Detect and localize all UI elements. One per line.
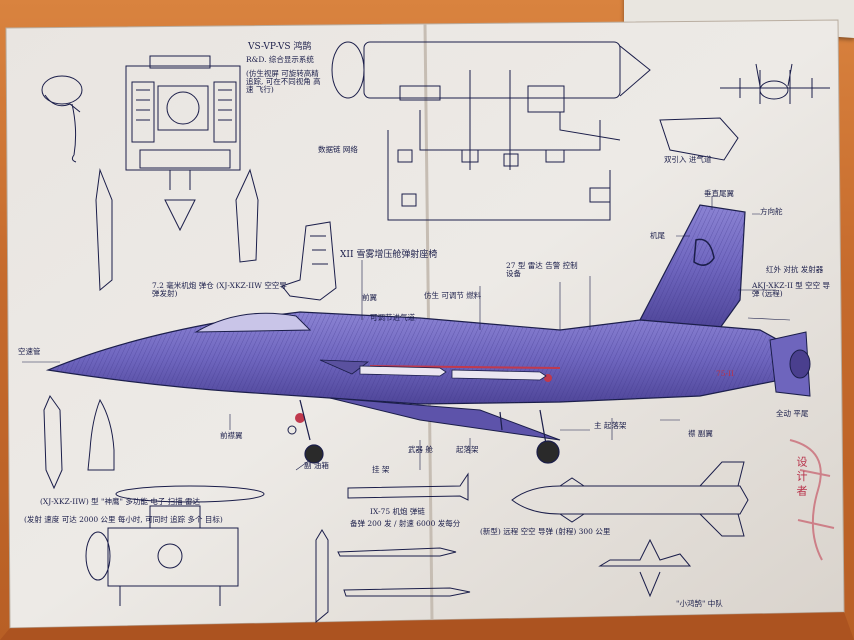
engine-schematic [331, 41, 651, 221]
missile-vertical [315, 529, 329, 624]
under-right-2: 襟 副翼 [688, 429, 713, 438]
bottom-right-label: (新型) 远程 空空 导弹 (射程) 300 公里 [480, 527, 611, 536]
subtitle-label: R&D. 综合显示系统 [246, 55, 314, 64]
upper-right-note: 27 型 雷达 告警 控制 设备 [506, 261, 578, 278]
main-jet-illustration [45, 204, 811, 464]
under-right-1: 主 起落架 [594, 421, 627, 430]
left-armament-label: 7.2 毫米机炮 弹仓 (XJ-XKZ-IIW 空空导弹发射) [152, 281, 287, 298]
annotation-lines [22, 196, 791, 471]
bottom-center-label: IX-75 机炮 弹链 [370, 507, 425, 516]
bomb-sketches [43, 394, 115, 490]
cockpit-title: XII 雪雾增压舱弹射座椅 [340, 250, 438, 260]
cannon-sketch [347, 472, 469, 501]
jet-front-view [720, 63, 830, 104]
bottom-missile-note: (发射 速度 可达 2000 公里 每小时, 可同时 追踪 多个 目标) [24, 515, 223, 524]
tail-missile-label: AKJ-XKZ-II 型 空空 导弹 (远程) [752, 281, 831, 298]
bottom-center-2: 备弹 200 发 / 射速 6000 发每分 [350, 519, 461, 528]
ejection-seat-sketch [281, 221, 337, 301]
head-note: (仿生视屏 可旋转高精 追踪, 可在不同视角 高速 飞行) [246, 69, 321, 94]
bottom-missile-left: (XJ-XKZ-IIW) 型 "神鹰" 多功能 电子 扫描 雷达 [40, 497, 200, 506]
gun-pod-sketch [85, 505, 239, 606]
nose-probe-label: 空速管 [18, 347, 41, 356]
long-range-missile-sketch [511, 461, 749, 537]
intake-label: 双引入 进气道 [664, 155, 712, 164]
under-mid-2: 起落架 [456, 445, 479, 454]
seeker-sketch [659, 117, 739, 161]
stab-label: 全动 平尾 [776, 409, 809, 418]
helmet-sketch [41, 75, 83, 163]
side-number: 75-II [716, 369, 735, 378]
center-note: 可调节进气道 [370, 313, 415, 322]
missile-sketch-left [95, 168, 113, 292]
jet-top-view-small [598, 538, 692, 598]
tail-note: 红外 对抗 发射器 [766, 265, 824, 274]
signature-text: 设 计 者 [795, 456, 808, 496]
signature-mark [789, 439, 835, 561]
fin-left-label: 机尾 [650, 231, 665, 240]
under-left-2: 挂 架 [372, 465, 390, 474]
missile-sketch-center [235, 168, 259, 263]
missile-bottom-1 [337, 547, 457, 557]
upper-left-note: 仿生 可调节 燃料 [424, 291, 482, 300]
missile-bottom-2 [343, 587, 471, 597]
squadron-credit: "小鸿鹄" 中队 [676, 599, 723, 608]
fuel-pod-sketch [115, 485, 265, 503]
fin-right-label: 方向舵 [760, 207, 783, 216]
air-brake-label: 前襟翼 [220, 431, 243, 440]
instrument-panel-sketch [125, 55, 241, 232]
under-left-1: 副 油箱 [304, 461, 329, 470]
canard-label: 前翼 [362, 293, 377, 302]
data-link-label: 数据链 网络 [318, 145, 358, 154]
under-mid-1: 武器 舱 [408, 445, 433, 454]
rudder-top-label: 垂直尾翼 [704, 189, 734, 198]
title-label: VS-VP-VS 鸿鹄 [248, 42, 312, 52]
